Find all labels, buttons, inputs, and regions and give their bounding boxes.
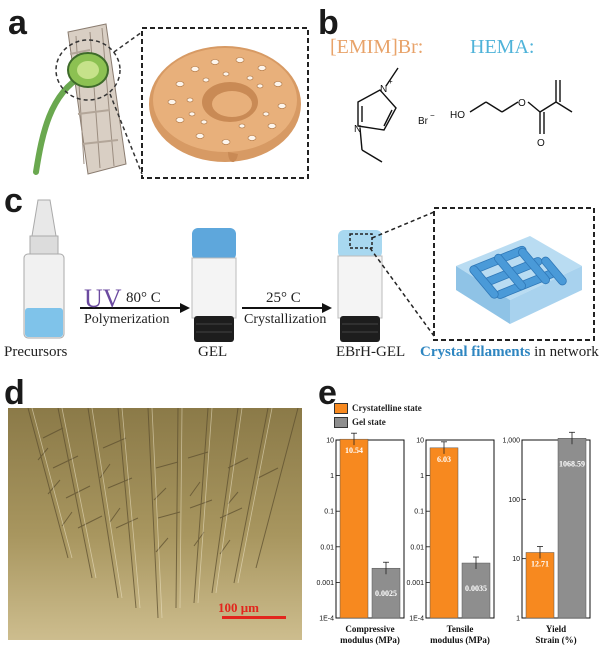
axis-label: Tensile	[447, 624, 474, 634]
tick-label: 0.001	[316, 580, 334, 587]
carbonyl-o-atom: O	[537, 138, 545, 149]
hema-label: HEMA:	[470, 36, 535, 58]
panel-label-b: b	[318, 4, 339, 42]
scale-bar	[222, 616, 286, 619]
tick-label: 1	[516, 616, 520, 623]
crystal-filaments-rest: in network	[530, 344, 599, 360]
axis-label: modulus (MPa)	[340, 635, 400, 645]
pore-structure-icon	[149, 46, 301, 163]
crystallization-label: Crystallization	[244, 312, 327, 327]
data-label: 10.54	[345, 446, 363, 455]
data-label: 6.03	[437, 455, 451, 464]
micrograph-image: 100 μm	[8, 408, 302, 640]
chemical-structures: N + N Br − HO O O	[354, 67, 573, 163]
br-charge: −	[430, 111, 435, 120]
crystal-filaments-highlight: Crystal filaments	[420, 344, 531, 360]
n-plus-charge: +	[388, 77, 393, 86]
tick-label: 1,000	[502, 438, 520, 445]
n-plus-atom: N	[380, 84, 387, 95]
polymerization-label: Polymerization	[84, 312, 170, 327]
temp-25-label: 25° C	[266, 290, 301, 306]
legend-label-crystalline: Crystatelline state	[352, 403, 422, 413]
data-label: 1068.59	[559, 459, 585, 468]
panel-label-c: c	[4, 182, 23, 220]
tick-label: 100	[508, 497, 520, 504]
legend-label-gel: Gel state	[352, 417, 386, 427]
panel-label-d: d	[4, 374, 25, 412]
scale-bar-label: 100 μm	[218, 600, 259, 615]
ebrh-gel-label: EBrH-GEL	[336, 344, 406, 360]
subchart-frame	[335, 439, 405, 619]
tick-label: 1	[330, 473, 334, 480]
bar-crystalline	[525, 552, 555, 619]
axis-label: modulus (MPa)	[430, 635, 490, 645]
bar-crystalline	[429, 447, 459, 619]
tick-label: 1	[420, 473, 424, 480]
precursor-vial-icon	[23, 199, 65, 339]
ebrh-gel-vial-icon	[337, 230, 383, 342]
panel-c-illustration	[23, 199, 595, 342]
emim-structure-icon	[357, 67, 399, 163]
subchart-0: 10 1 0.1 0.01 0.001 1E-4 10.54 0.0025Compressiv…	[316, 432, 405, 645]
axis-label: Yield	[546, 624, 566, 634]
uv-label: UV	[84, 284, 122, 313]
green-sprout-icon	[33, 52, 109, 175]
tick-label: 0.001	[406, 580, 424, 587]
tick-label: 1E-4	[409, 616, 424, 623]
tick-label: 0.01	[410, 544, 424, 551]
legend-item-gel: Gel state	[334, 416, 422, 428]
ester-o-atom: O	[518, 98, 526, 109]
data-label: 0.0025	[375, 589, 397, 598]
subchart-frame	[425, 439, 495, 619]
crystal-filaments-caption: Crystal filaments in network	[420, 344, 599, 361]
data-label: 12.71	[531, 559, 549, 568]
subchart-frame	[521, 439, 591, 619]
bar-gel	[557, 438, 587, 619]
legend-swatch-gray	[334, 416, 348, 428]
temp-80-label: 80° C	[126, 290, 161, 306]
br-atom: Br	[418, 116, 429, 127]
tick-label: 10	[326, 438, 334, 445]
tick-label: 1E-4	[319, 616, 334, 623]
hema-structure-icon	[469, 80, 573, 134]
axis-label: Compressive	[345, 624, 394, 634]
crystal-micrograph-icon	[8, 408, 302, 640]
mechanical-properties-chart: 10 1 0.1 0.01 0.001 1E-4 10.54 0.0025Compressiv…	[316, 431, 591, 645]
n-atom: N	[354, 124, 361, 135]
axis-label: Strain (%)	[535, 635, 576, 645]
panel-a-illustration	[33, 23, 309, 179]
panel-label-a: a	[8, 4, 27, 42]
tick-label: 0.1	[324, 509, 334, 516]
plant-stem-icon	[67, 23, 127, 175]
bar-gel	[371, 567, 401, 619]
emim-br-label: [EMIM]Br:	[330, 36, 424, 58]
tick-label: 0.01	[320, 544, 334, 551]
subchart-1: 10 1 0.1 0.01 0.001 1E-4 6.03 0.0035Tensilemodu…	[406, 438, 495, 645]
chart-legend: Crystatelline state Gel state	[334, 402, 422, 428]
legend-swatch-orange	[334, 402, 348, 414]
tick-label: 10	[416, 438, 424, 445]
gel-vial-icon	[191, 228, 237, 342]
precursors-label: Precursors	[4, 344, 68, 360]
crystal-network-icon	[456, 236, 582, 324]
gel-label: GEL	[198, 344, 228, 360]
legend-item-crystalline: Crystatelline state	[334, 402, 422, 414]
tick-label: 10	[512, 556, 520, 563]
ho-group: HO	[450, 110, 465, 121]
data-label: 0.0035	[465, 584, 487, 593]
bar-crystalline	[339, 438, 369, 619]
tick-label: 0.1	[414, 509, 424, 516]
panel-label-e: e	[318, 374, 337, 412]
